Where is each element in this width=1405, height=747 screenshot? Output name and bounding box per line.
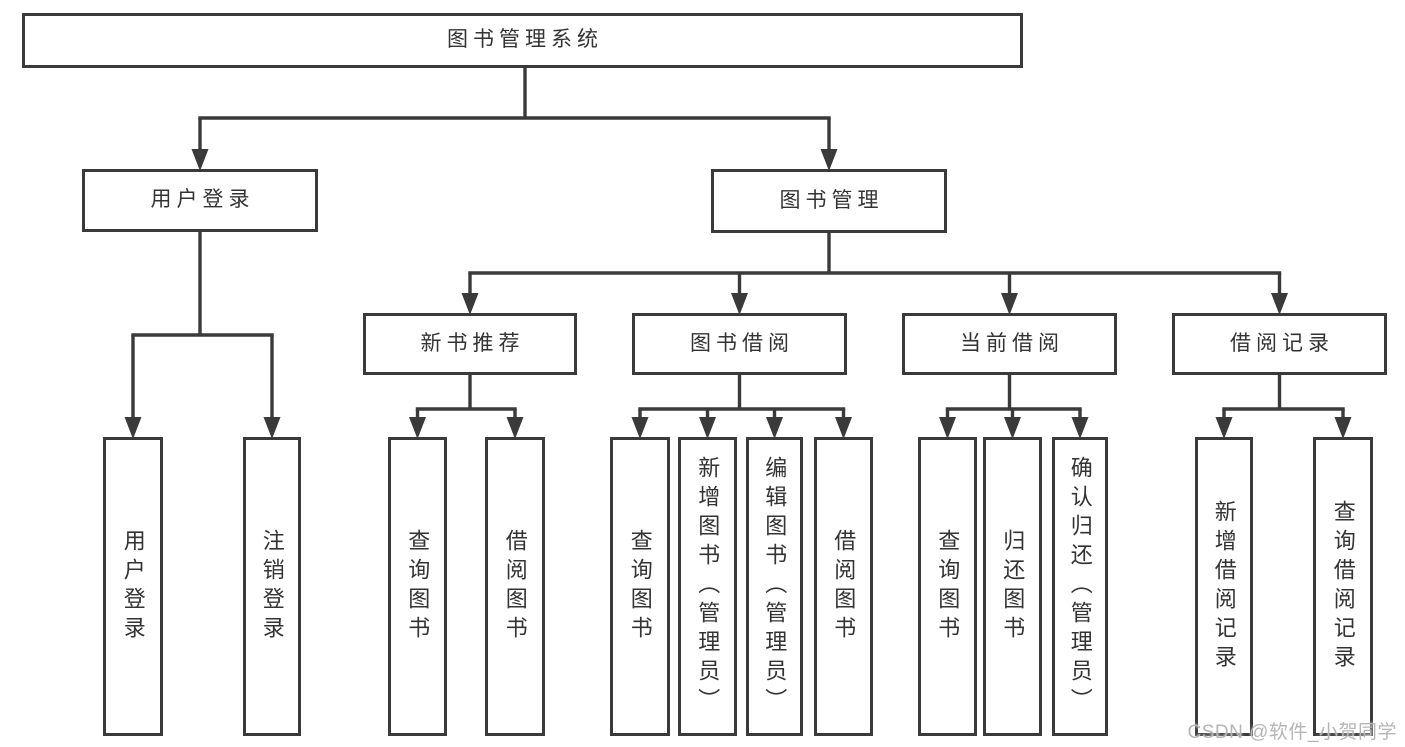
node-login: 用户登录	[103, 437, 163, 736]
node-bb-query-books: 查询图书	[610, 437, 670, 736]
node-cb-return-books: 归还图书	[983, 437, 1042, 736]
node-bb-add-books: 新增图书（管理员）	[678, 437, 737, 736]
node-book-mgmt: 图书管理	[711, 169, 947, 233]
node-new-book-rec: 新书推荐	[363, 313, 577, 375]
node-borrow-records: 借阅记录	[1172, 313, 1387, 375]
node-cb-confirm-return: 确认归还（管理员）	[1052, 437, 1108, 736]
node-br-add-record: 新增借阅记录	[1195, 437, 1253, 736]
node-current-borrow: 当前借阅	[902, 313, 1117, 375]
connector-system	[191, 67, 838, 171]
connector-borrow-records	[1215, 374, 1352, 439]
node-rec-borrow-books: 借阅图书	[485, 437, 545, 736]
node-logout: 注销登录	[243, 437, 301, 736]
node-bb-borrow-books: 借阅图书	[814, 437, 873, 736]
node-system: 图书管理系统	[22, 13, 1023, 68]
connector-user-login	[124, 231, 281, 439]
watermark: CSDN @软件_小贺同学	[1187, 722, 1397, 743]
node-cb-query-books: 查询图书	[918, 437, 977, 736]
connector-book-borrow	[631, 374, 852, 439]
connector-book-mgmt	[461, 232, 1288, 315]
node-rec-query-books: 查询图书	[388, 437, 447, 736]
node-user-login: 用户登录	[82, 169, 318, 232]
node-book-borrow: 图书借阅	[632, 313, 847, 375]
node-br-query-record: 查询借阅记录	[1313, 437, 1373, 736]
connector-current-borrow	[939, 374, 1089, 439]
node-bb-edit-books: 编辑图书（管理员）	[746, 437, 803, 736]
connector-new-book-rec	[409, 374, 524, 439]
